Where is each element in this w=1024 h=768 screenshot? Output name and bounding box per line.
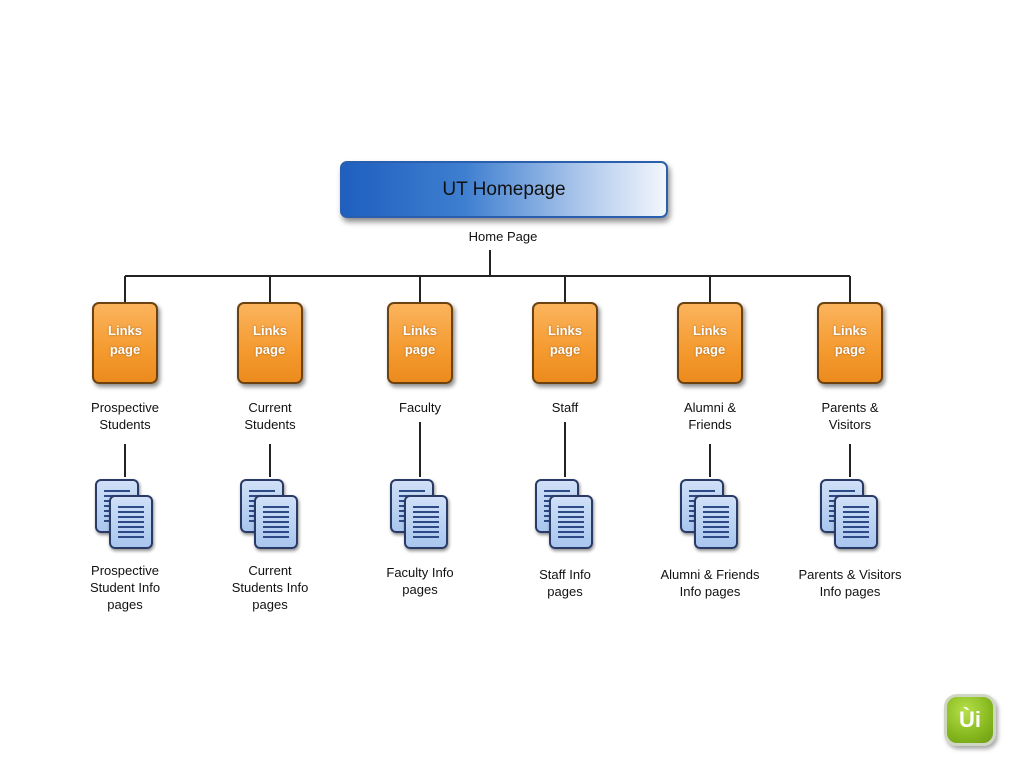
links-page-box: Links page: [92, 302, 158, 384]
document-text-lines: [843, 506, 869, 540]
links-page-box: Links page: [677, 302, 743, 384]
document-stack-icon: [818, 477, 882, 555]
section-label: Faculty: [399, 400, 441, 415]
section-label: Parents & Visitors: [821, 400, 879, 432]
document-stack-icon: [533, 477, 597, 555]
links-page-box: Links page: [387, 302, 453, 384]
section-label: Alumni & Friends: [683, 400, 737, 432]
info-pages-label: Parents & Visitors Info pages: [798, 567, 902, 599]
ui-logo-icon: Ùi: [944, 694, 996, 746]
info-pages-label: Prospective Student Info pages: [89, 563, 161, 612]
info-pages-label: Alumni & Friends Info pages: [660, 567, 760, 599]
links-page-label-line2: page: [404, 342, 436, 357]
document-text-lines: [703, 506, 729, 540]
links-page-label-line1: Links: [548, 323, 582, 338]
document-stack-icon: [93, 477, 157, 555]
root-title: UT Homepage: [442, 178, 566, 200]
document-sheet: [549, 495, 593, 549]
links-page-label-line2: page: [254, 342, 286, 357]
document-text-lines: [558, 506, 584, 540]
document-stack-icon: [388, 477, 452, 555]
document-text-lines: [118, 506, 144, 540]
document-sheet: [404, 495, 448, 549]
links-page-box: Links page: [532, 302, 598, 384]
links-page-label-line2: page: [834, 342, 866, 357]
section-label: Staff: [551, 400, 579, 415]
links-page-label-line1: Links: [403, 323, 437, 338]
info-pages-label: Faculty Info pages: [386, 565, 454, 597]
section-label: Current Students: [244, 400, 296, 432]
info-pages-label: Current Students Info pages: [231, 563, 309, 612]
links-page-label-line1: Links: [108, 323, 142, 338]
links-page-label-line1: Links: [693, 323, 727, 338]
document-sheet: [254, 495, 298, 549]
links-page-label-line2: page: [109, 342, 141, 357]
links-page-label-line2: page: [694, 342, 726, 357]
root-node: UT Homepage: [340, 161, 668, 218]
document-sheet: [834, 495, 878, 549]
info-pages-label: Staff Info pages: [539, 567, 591, 599]
links-page-box: Links page: [817, 302, 883, 384]
document-sheet: [109, 495, 153, 549]
document-sheet: [694, 495, 738, 549]
root-caption: Home Page: [468, 229, 538, 244]
document-text-lines: [263, 506, 289, 540]
links-page-box: Links page: [237, 302, 303, 384]
section-label: Prospective Students: [91, 400, 159, 432]
document-stack-icon: [238, 477, 302, 555]
links-page-label-line1: Links: [833, 323, 867, 338]
links-page-label-line1: Links: [253, 323, 287, 338]
document-stack-icon: [678, 477, 742, 555]
logo-text: Ùi: [959, 707, 981, 732]
links-page-label-line2: page: [549, 342, 581, 357]
document-text-lines: [413, 506, 439, 540]
